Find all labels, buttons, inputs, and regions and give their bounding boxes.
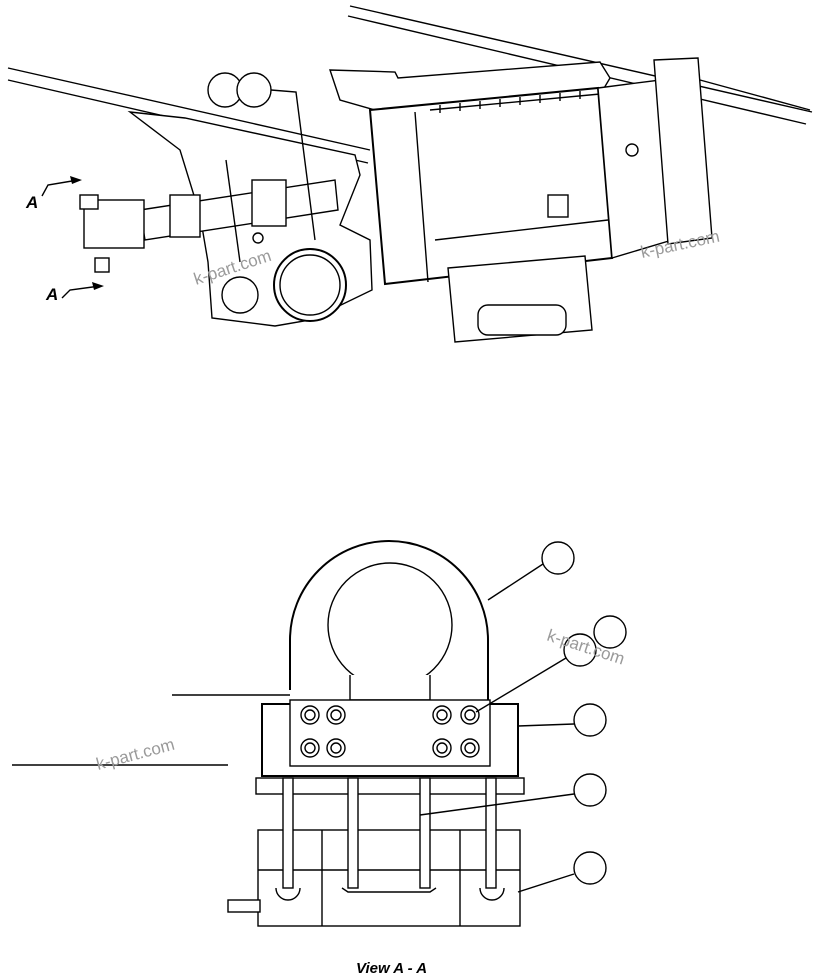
lower-housing-lines [258, 830, 520, 926]
callout-circle-top-2 [236, 72, 272, 108]
u-bracket-neck [349, 675, 431, 701]
shaft-spline [251, 179, 287, 227]
cross-plate [255, 777, 525, 795]
section-arrow-lower: A [45, 282, 104, 304]
view-caption: View A - A [356, 960, 427, 977]
section-arrow-upper-label: A [25, 193, 38, 212]
callout-circle-1 [541, 541, 575, 575]
section-view-assembly: k-part.com k-part.com View A - A [12, 540, 627, 977]
transmission-ribs [439, 91, 581, 113]
callout-circle-6 [573, 851, 607, 885]
mounting-boss [221, 276, 259, 314]
housing-tab [227, 899, 261, 913]
callout-leader-top [270, 89, 316, 241]
shaft-coupler [169, 194, 201, 238]
watermark-4: k-part.com [94, 735, 176, 774]
callout-circle-4 [573, 703, 607, 737]
callout-circle-5 [573, 773, 607, 807]
section-arrow-upper: A [25, 176, 82, 212]
callout-circle-3 [563, 633, 597, 667]
bracket-rod [225, 159, 241, 263]
clamp-plate [289, 699, 491, 767]
top-view-assembly: A A k-part.com k-part.com [7, 5, 813, 343]
transmission-side-plate [653, 57, 713, 245]
transmission-housing [368, 86, 614, 286]
section-callouts [419, 541, 627, 893]
yoke-cap-top [79, 194, 99, 210]
bearing-clamp-inner [279, 254, 341, 316]
u-bracket-hole [327, 562, 453, 688]
callout-circle-2 [593, 615, 627, 649]
side-plate-bolt [625, 143, 639, 157]
section-arrow-lower-label: A [45, 285, 58, 304]
clamp-bolts [300, 705, 480, 758]
flange-port [547, 194, 569, 218]
lower-housing [257, 829, 521, 927]
yoke-cap [94, 257, 110, 273]
transmission-housing-inner [414, 93, 609, 283]
u-bolts [275, 777, 505, 901]
plate-bolt [252, 232, 264, 244]
control-box-window [477, 304, 567, 336]
